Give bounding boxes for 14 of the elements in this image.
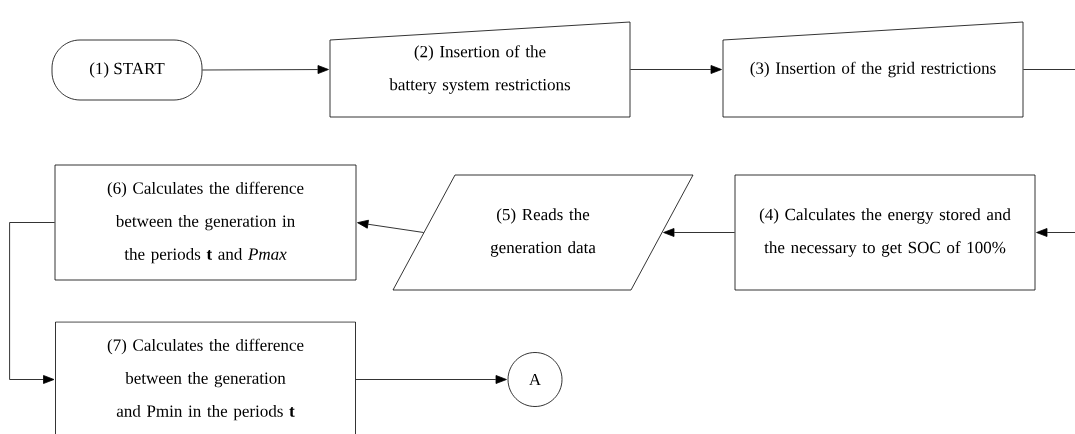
manual-input-box: (2) Insertion of the battery system restrictions <box>329 21 631 118</box>
arrow <box>630 65 722 74</box>
arrow <box>1023 69 1075 237</box>
manual-input-box: (3) Insertion of the grid restrictions <box>722 21 1024 118</box>
process-box: (6) Calculates the difference between the generation in the periods t and Pmax <box>54 164 357 281</box>
arrow <box>355 375 507 384</box>
arrow <box>663 228 735 237</box>
process-box: (4) Calculates the energy stored and the necessary to get SOC of 100% <box>734 174 1036 291</box>
arrow <box>357 219 424 233</box>
process-box: (7) Calculates the difference between the generation and Pmin in the periods t <box>55 321 356 434</box>
arrow <box>9 222 55 384</box>
data-parallelogram: (5) Reads the generation data <box>392 174 694 291</box>
start-terminal: (1) START <box>51 39 203 101</box>
arrow <box>202 65 329 74</box>
